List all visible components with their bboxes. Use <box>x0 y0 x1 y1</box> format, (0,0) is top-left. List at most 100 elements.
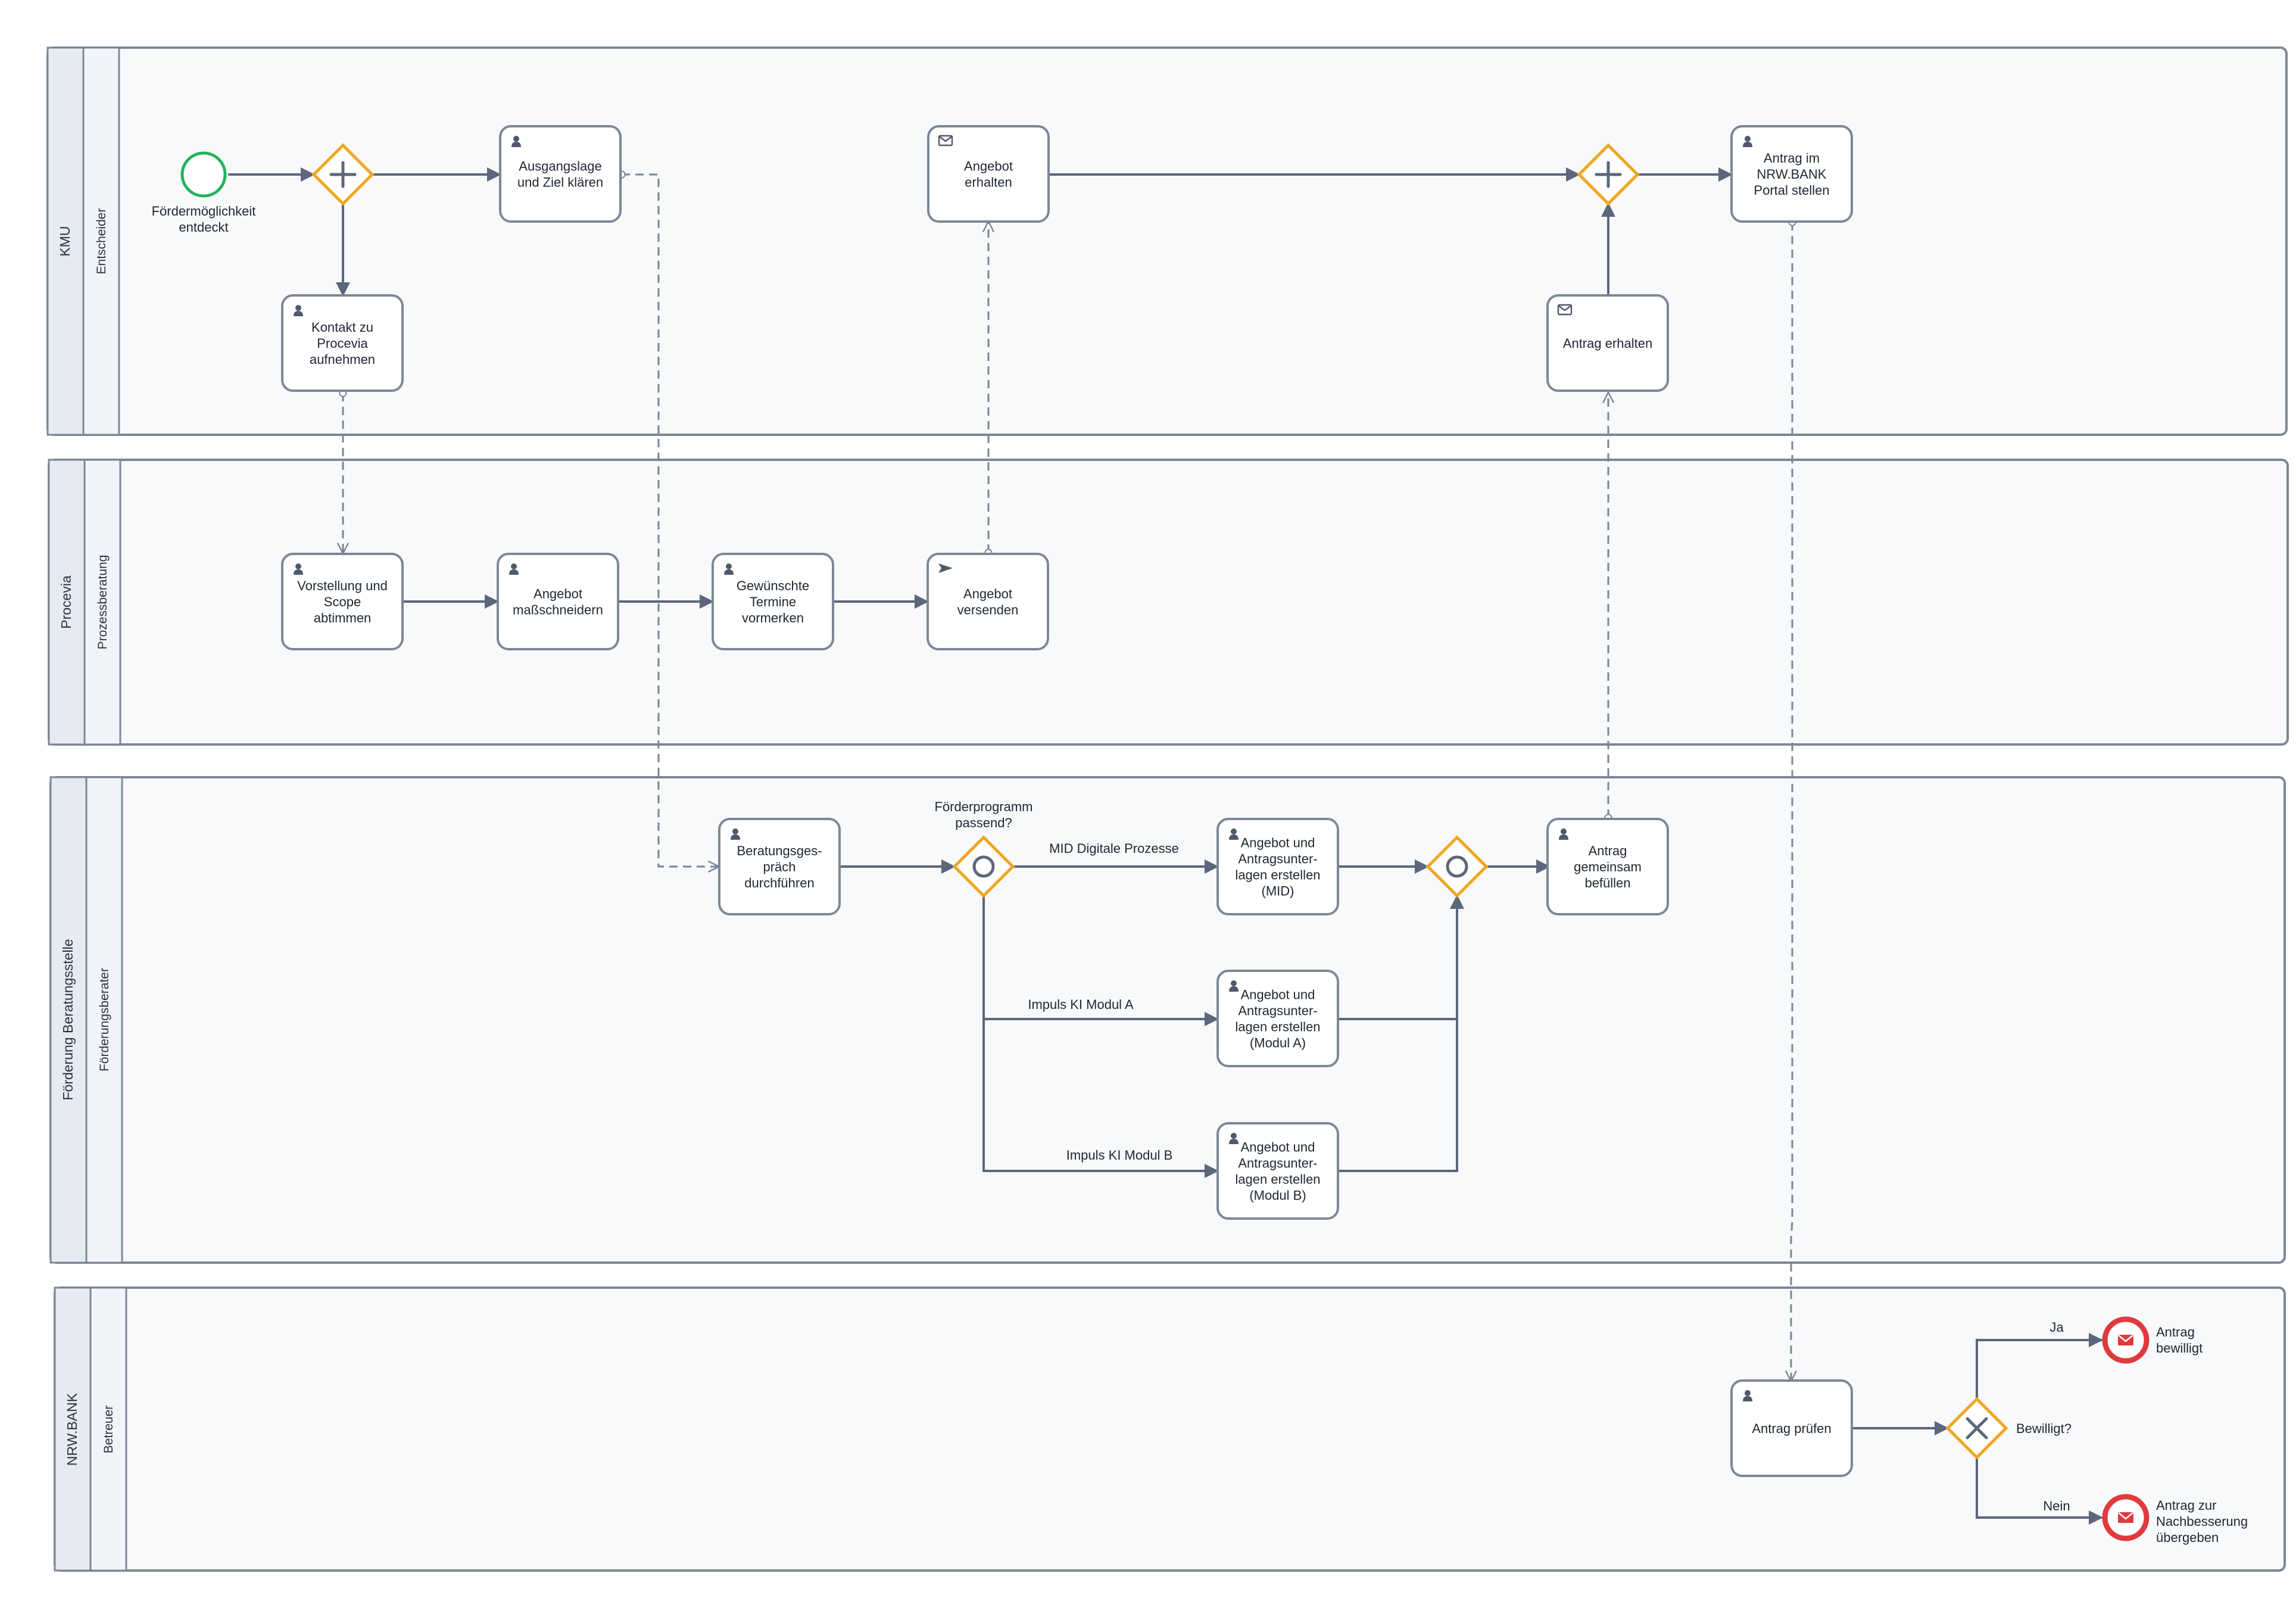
user-icon <box>1559 828 1568 840</box>
pool-label-kmu: KMU <box>57 226 73 256</box>
envelope-icon <box>2118 1335 2133 1345</box>
task-label-line: durchführen <box>744 876 814 890</box>
task-label-line: Antrag im <box>1764 151 1820 166</box>
inclusive-gateway-merge[interactable] <box>1425 835 1489 898</box>
task-label-line: lagen erstellen <box>1235 1020 1320 1035</box>
start-event-label-line2: entdeckt <box>179 220 228 235</box>
task-label-line: Gewünschte <box>737 578 809 593</box>
user-icon <box>294 563 303 575</box>
end-event-bewilligt[interactable]: Antrag bewilligt <box>2102 1316 2203 1364</box>
task-label-line: Antragsunter- <box>1238 1156 1317 1171</box>
message-antrag-stellen-to-pruefen <box>1791 222 1792 1381</box>
task-label-line: lagen erstellen <box>1235 1172 1320 1187</box>
task-label-line: (Modul B) <box>1249 1188 1306 1203</box>
pool-label-nrwbank: NRW.BANK <box>64 1392 80 1466</box>
task-label-line: Antrag erhalten <box>1563 336 1652 351</box>
end-event-nachbesserung[interactable]: Antrag zur Nachbesserung übergeben <box>2102 1494 2248 1545</box>
user-icon <box>509 563 519 575</box>
exclusive-gateway-bewilligt[interactable]: Bewilligt? <box>1945 1397 2072 1460</box>
sequence-flows <box>228 167 2103 1525</box>
task-label-line: Antrag prüfen <box>1752 1421 1831 1436</box>
flow-modul-b-to-merge <box>1338 1019 1458 1172</box>
end-event-label-nachbesserung-line1: Antrag zur <box>2156 1498 2217 1513</box>
user-icon <box>1743 1390 1752 1401</box>
task-label-line: erhalten <box>965 175 1012 190</box>
lane-label-betreuer: Betreuer <box>102 1406 116 1454</box>
task-label-line: Antragsunter- <box>1238 852 1317 867</box>
task-label-line: Beratungsges- <box>737 843 822 858</box>
message-ausgangslage-to-beratung <box>622 175 718 867</box>
flow-label-ja: Ja <box>2049 1320 2064 1335</box>
task-label-line: Ausgangslage <box>519 159 601 174</box>
user-icon <box>724 563 734 575</box>
task-label-line: maßschneidern <box>513 603 603 618</box>
flow-label-mid: MID Digitale Prozesse <box>1049 841 1179 856</box>
flow-xor-ja <box>1976 1333 2103 1399</box>
inclusive-gateway-foerderprogramm[interactable]: Förderprogramm passend? <box>934 799 1033 898</box>
flow-xor-nein <box>1976 1457 2103 1525</box>
pool-nrwbank: NRW.BANK Betreuer <box>54 1286 2286 1572</box>
task-label-line: Angebot <box>964 159 1013 174</box>
task-antrag-pruefen[interactable]: Antrag prüfen <box>1730 1379 1853 1477</box>
lane-label-prozessberatung: Prozessberatung <box>96 555 110 650</box>
task-label-line: Procevia <box>317 336 368 351</box>
task-label-line: versenden <box>957 603 1019 618</box>
gateway-label-foerderprogramm-line2: passend? <box>955 815 1012 830</box>
gateway-label-bewilligt: Bewilligt? <box>2016 1421 2072 1436</box>
pool-label-beratungsstelle: Förderung Beratungsstelle <box>60 939 76 1100</box>
user-icon <box>1229 828 1239 840</box>
task-label-line: (MID) <box>1262 884 1294 899</box>
envelope-icon <box>938 135 953 147</box>
pool-label-procevia: Procevia <box>58 575 74 629</box>
task-label-line: Portal stellen <box>1754 183 1829 198</box>
task-label-line: lagen erstellen <box>1235 868 1320 883</box>
user-icon <box>1743 136 1752 147</box>
task-label-line: aufnehmen <box>310 352 375 367</box>
user-icon <box>511 136 521 147</box>
task-antrag-erhalten[interactable]: Antrag erhalten <box>1546 294 1669 392</box>
task-label-line: Angebot und <box>1241 836 1315 850</box>
lane-label-entscheider: Entscheider <box>95 208 108 275</box>
user-icon <box>1229 980 1239 992</box>
task-label-line: befüllen <box>1584 876 1630 890</box>
start-event-label-line1: Fördermöglichkeit <box>152 204 256 219</box>
task-label-line: vormerken <box>742 610 804 625</box>
envelope-icon <box>2118 1512 2133 1523</box>
user-icon <box>294 305 303 316</box>
task-label-line: Vorstellung und <box>297 578 388 593</box>
task-label-line: präch <box>763 859 796 874</box>
task-label-line: Kontakt zu <box>311 320 373 335</box>
task-label-line: Termine <box>750 594 796 609</box>
flow-label-modul-a: Impuls KI Modul A <box>1028 997 1134 1012</box>
task-label-line: gemeinsam <box>1574 859 1642 874</box>
parallel-gateway-split[interactable] <box>311 143 375 206</box>
task-label-line: und Ziel klären <box>517 175 603 190</box>
start-event[interactable]: Fördermöglichkeit entdeckt <box>152 151 256 235</box>
task-label-line: Angebot <box>534 587 582 602</box>
parallel-gateway-join[interactable] <box>1577 143 1640 206</box>
task-label-line: Angebot <box>963 587 1012 602</box>
end-event-label-bewilligt-line1: Antrag <box>2156 1325 2195 1339</box>
flow-label-modul-b: Impuls KI Modul B <box>1066 1148 1173 1163</box>
message-flows <box>343 175 1792 1381</box>
task-label-line: NRW.BANK <box>1757 167 1827 182</box>
task-beratungsgespraech[interactable]: Beratungsges-präch durchführen <box>718 818 841 915</box>
user-icon <box>731 828 740 840</box>
lane-label-foerderungsberater: Förderungsberater <box>98 968 111 1071</box>
task-label-line: (Modul A) <box>1250 1036 1306 1051</box>
task-label-line: Angebot und <box>1241 1140 1315 1155</box>
send-icon <box>938 563 953 573</box>
